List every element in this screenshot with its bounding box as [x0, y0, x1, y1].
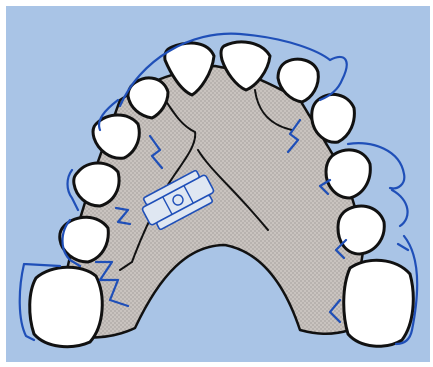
tooth-canine-right [312, 94, 355, 142]
tooth-premolar-2-right [338, 206, 384, 254]
tooth-molar-right [344, 260, 414, 346]
tooth-premolar-1-right [326, 150, 370, 198]
tooth-molar-left [30, 267, 103, 346]
tooth-premolar-1-left [74, 163, 119, 206]
